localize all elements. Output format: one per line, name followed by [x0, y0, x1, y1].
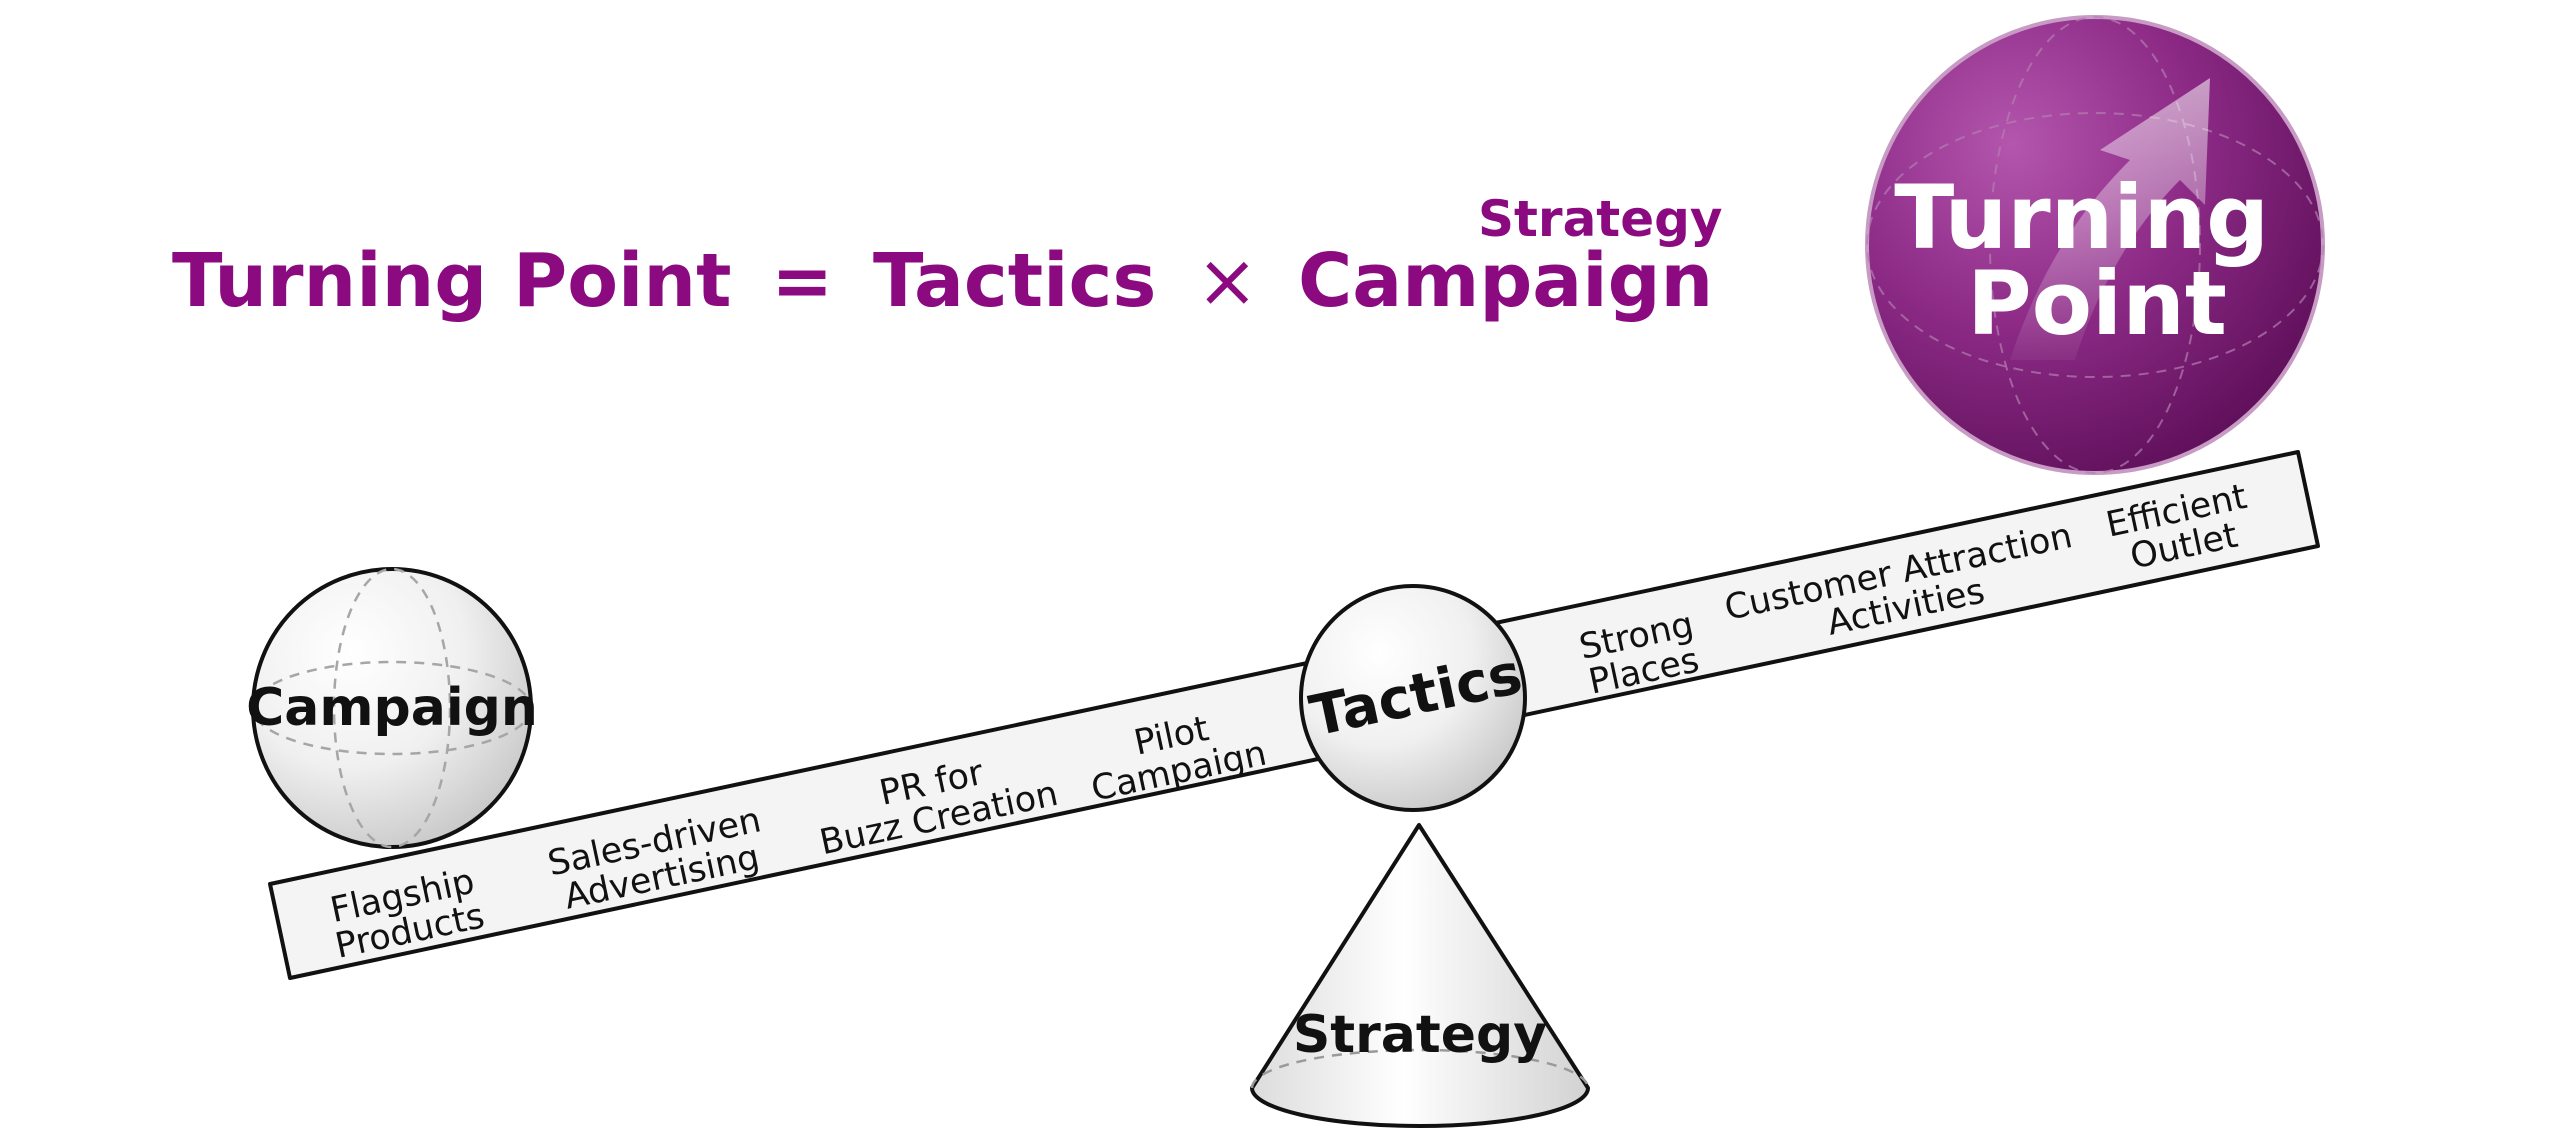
formula-equals: =: [771, 238, 833, 324]
svg-text:Turning Point = Ta: Turning Point = Tactics × Campaign: [172, 238, 1713, 324]
turning-point-ball: Turning Point: [1865, 15, 2325, 475]
formula-campaign: Campaign: [1298, 238, 1713, 324]
lever-board: FlagshipProductsSales-drivenAdvertisingP…: [268, 450, 2320, 980]
campaign-ball: Campaign: [246, 567, 538, 849]
formula-exponent-strategy: Strategy: [1478, 190, 1723, 248]
turning-point-line1: Turning: [1894, 166, 2269, 269]
formula-tactics: Tactics: [873, 238, 1156, 324]
turning-point-label: Turning Point: [1894, 166, 2300, 355]
turning-point-line2: Point: [1967, 252, 2227, 355]
formula-times: ×: [1196, 238, 1258, 324]
strategy-cone-label: Strategy: [1293, 1005, 1547, 1065]
formula-turning-point: Turning Point: [172, 238, 731, 324]
formula: Turning Point = Tactics × Campaign Strat…: [172, 190, 1723, 324]
campaign-ball-label: Campaign: [246, 678, 538, 738]
tactics-ball: Tactics: [1299, 584, 1528, 812]
up-arrow-icon: [2010, 78, 2210, 360]
strategy-cone: Strategy: [1250, 823, 1590, 1128]
